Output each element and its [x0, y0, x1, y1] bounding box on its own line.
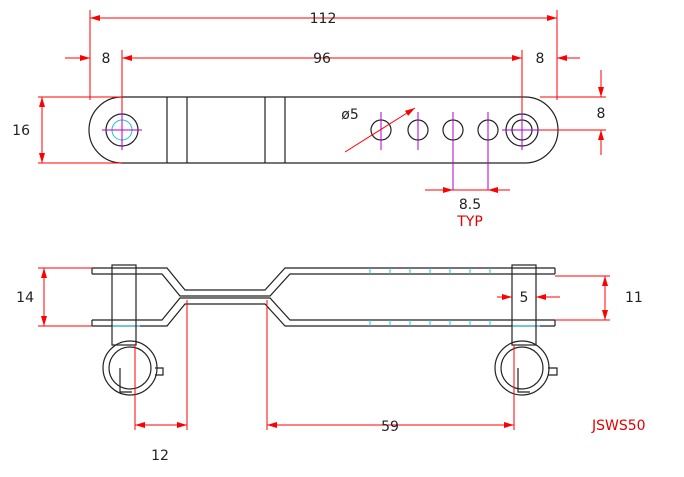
dim-center-length: 59	[381, 419, 399, 435]
link-plate-outline	[88, 96, 559, 164]
small-holes	[370, 112, 499, 190]
dim-pin-dia: 5	[520, 290, 529, 306]
side-view: 14 5 11 12 59 JSWS50	[16, 264, 646, 464]
spring-clip-right	[494, 340, 550, 396]
part-code-label: JSWS50	[591, 418, 646, 434]
dim-end-offset-right: 8	[536, 51, 545, 67]
dim-end-offset-left: 8	[102, 51, 111, 67]
dim-hole-pitch: 96	[313, 51, 331, 67]
dim-width: 16	[12, 123, 30, 139]
dim-side-height: 14	[16, 290, 34, 306]
pin-right	[511, 264, 537, 346]
pin-left	[111, 264, 137, 346]
spring-clip-left	[102, 340, 158, 396]
top-view: 112 96 8 8 16 8 ø5 8.5 TYP	[12, 10, 606, 230]
dim-overall-length: 112	[310, 11, 337, 27]
dim-small-hole-dia: ø5	[341, 107, 358, 123]
dim-left-offset: 12	[151, 448, 169, 464]
dim-hole-spacing-note: TYP	[456, 214, 483, 230]
dim-end-radius: 8	[597, 106, 606, 122]
dim-hole-spacing: 8.5	[459, 197, 481, 213]
dim-inner-height: 11	[625, 290, 643, 306]
